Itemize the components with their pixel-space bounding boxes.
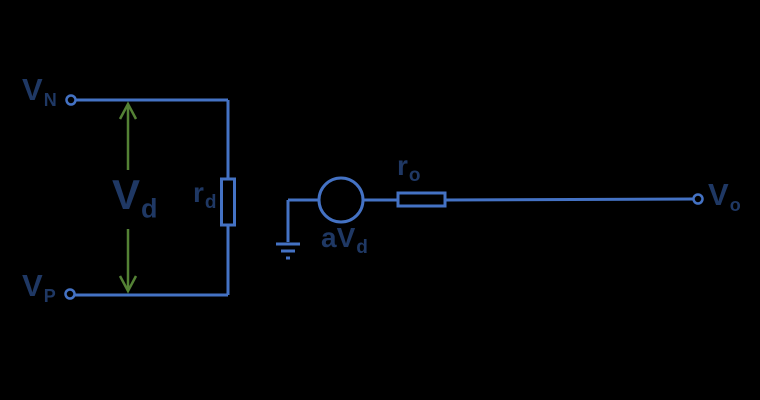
label-avd-main: aV <box>321 222 356 253</box>
label-vn-main: V <box>22 72 43 107</box>
label-vo-main: V <box>708 177 729 212</box>
label-vp: VP <box>22 268 56 305</box>
label-vd-main: V <box>112 171 141 218</box>
terminal-vn <box>65 94 77 106</box>
terminal-vo <box>692 193 704 205</box>
label-ro-main: r <box>397 150 408 181</box>
label-vo: Vo <box>708 177 741 214</box>
label-vn-sub: N <box>43 89 57 110</box>
vd-arrowhead-up-icon <box>118 101 138 120</box>
label-vp-main: V <box>22 268 43 303</box>
label-vn: VN <box>22 72 57 109</box>
wire-ro-to-vo <box>444 197 694 202</box>
label-avd: aVd <box>321 222 368 258</box>
label-rd: rd <box>193 177 217 213</box>
label-vp-sub: P <box>43 285 56 306</box>
resistor-ro-symbol <box>396 191 447 208</box>
label-vd: Vd <box>112 171 158 223</box>
label-vd-sub: d <box>141 193 158 224</box>
dependent-source-circle <box>317 176 365 224</box>
label-rd-sub: d <box>204 192 217 214</box>
label-avd-sub: d <box>356 237 368 259</box>
label-vo-sub: o <box>729 194 741 215</box>
vd-arrowhead-down-icon <box>118 275 138 294</box>
label-ro: ro <box>397 150 421 186</box>
resistor-rd-symbol <box>220 177 236 227</box>
label-rd-main: r <box>193 177 204 208</box>
label-ro-sub: o <box>408 165 421 187</box>
terminal-vp <box>64 288 76 300</box>
